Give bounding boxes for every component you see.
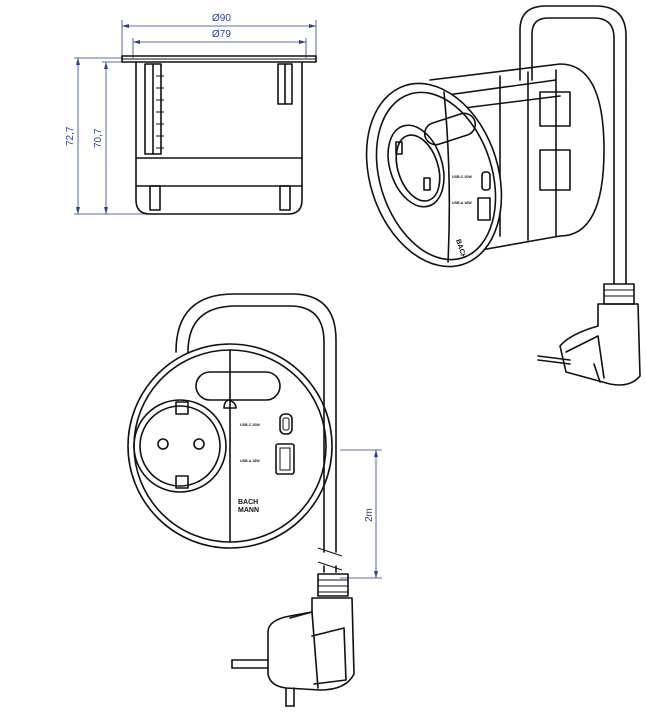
dimension-cable-length: 2m [340, 449, 382, 579]
perspective-usb-a [477, 197, 491, 221]
dimension-body-height: 70,7 [93, 61, 130, 214]
front-usb-a-port [275, 443, 295, 475]
perspective-flange [365, 82, 503, 268]
front-usb-a-label: USB-A 18W [240, 459, 260, 463]
front-usb-c-label: USB-C 20W [240, 423, 260, 427]
cable-length-label: 2m [364, 508, 375, 522]
left-clip [144, 63, 164, 211]
perspective-usb-c-label: USB-C 20W [452, 175, 472, 179]
perspective-button [423, 112, 477, 146]
perspective-cable [519, 5, 627, 285]
total-height-label: 72,7 [65, 126, 76, 146]
front-plate [127, 343, 333, 549]
perspective-body [429, 63, 605, 253]
inner-diameter-label: Ø79 [212, 29, 231, 40]
dimension-outer-diameter: Ø90 [121, 13, 317, 58]
front-plug [231, 573, 355, 707]
front-button [195, 371, 281, 401]
front-cable [175, 293, 337, 553]
perspective-plug [537, 283, 641, 386]
perspective-usb-c [481, 171, 491, 191]
side-view: Ø90 Ø79 72,7 70,7 [65, 13, 317, 215]
dimension-inner-diameter: Ø79 [132, 29, 307, 58]
front-usb-c-port [279, 413, 293, 435]
front-brand-line1: BACH [238, 499, 258, 506]
body-height-label: 70,7 [93, 128, 104, 148]
perspective-view: USB-C 20W USB-A 18W BACH [365, 5, 641, 386]
front-brand-line2: MANN [238, 507, 259, 514]
side-body [135, 61, 303, 215]
outer-diameter-label: Ø90 [212, 13, 231, 24]
perspective-socket [387, 124, 445, 208]
front-view: USB-C 20W USB-A 18W BACH MANN 2m [127, 293, 382, 707]
front-socket [133, 399, 227, 493]
cable-break [317, 547, 343, 571]
perspective-usb-a-label: USB-A 18W [452, 201, 472, 205]
right-clip [277, 63, 293, 211]
